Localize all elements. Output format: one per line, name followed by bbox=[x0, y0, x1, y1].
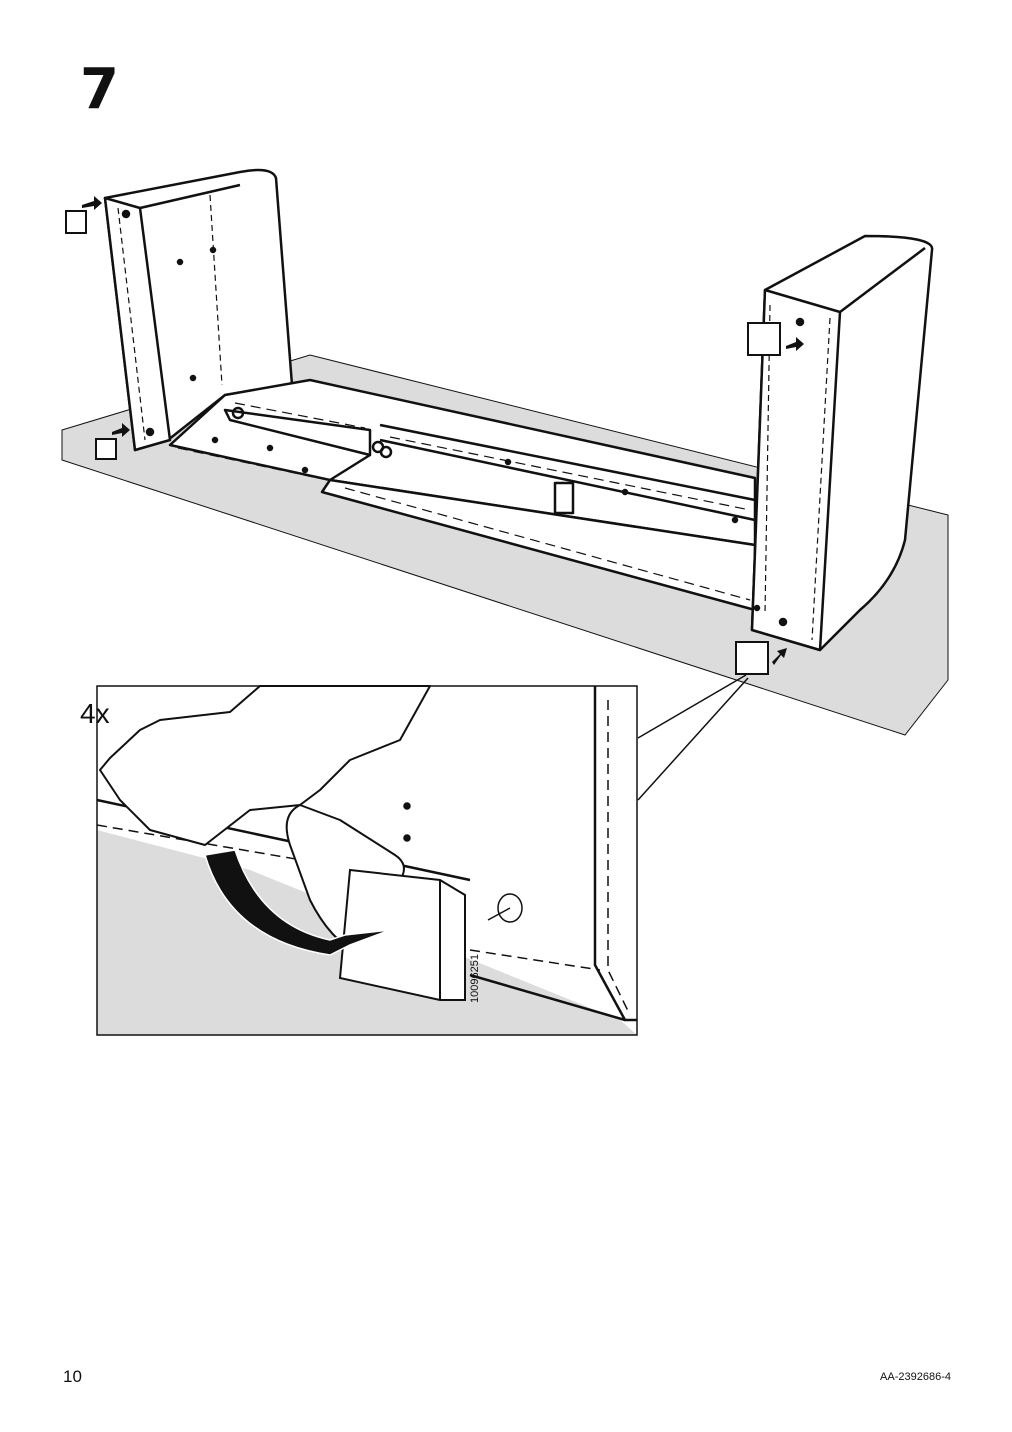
foot-cap-detail bbox=[338, 868, 466, 1001]
hand-icon bbox=[99, 685, 431, 956]
part-number: 10096251 bbox=[469, 954, 481, 1003]
seat-frame bbox=[168, 378, 757, 612]
push-arrow-icon bbox=[82, 196, 804, 665]
quantity-label: 4x bbox=[80, 698, 110, 729]
foot-cap bbox=[65, 210, 781, 675]
rotate-arrow-icon bbox=[204, 849, 391, 956]
document-id: AA-2392686-4 bbox=[880, 1371, 951, 1383]
step-number: 7 bbox=[80, 57, 119, 122]
left-armrest bbox=[103, 168, 294, 452]
page-number: 10 bbox=[63, 1367, 82, 1386]
